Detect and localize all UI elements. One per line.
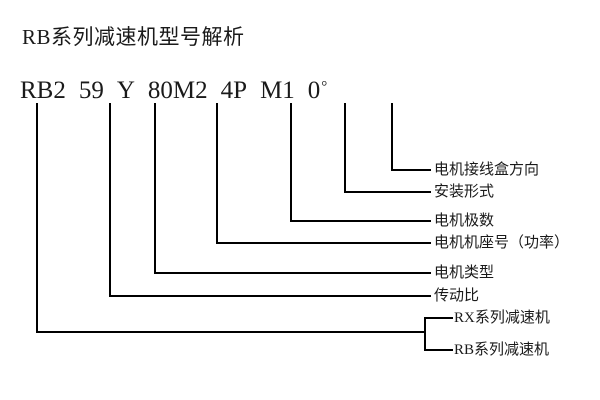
leader-mounting-form xyxy=(343,102,432,194)
model-segment-ratio: 59 xyxy=(78,77,104,104)
degree-symbol: ° xyxy=(321,79,328,95)
callout-label-motor-frame-size-power: 电机机座号（功率） xyxy=(434,235,570,251)
leader-motor-terminal-box-direction xyxy=(390,102,432,172)
page-title: RB系列减速机型号解析 xyxy=(22,25,245,49)
model-segment-frame-size: 80M2 xyxy=(147,77,208,104)
series-label-rb: RB系列减速机 xyxy=(454,342,550,358)
series-label-rx: RX系列减速机 xyxy=(454,310,550,326)
callout-label-transmission-ratio: 传动比 xyxy=(434,288,480,304)
callout-label-motor-poles: 电机极数 xyxy=(434,213,495,229)
leader-motor-poles xyxy=(289,102,432,223)
model-segment-terminal-direction: 0 xyxy=(307,77,321,104)
callout-label-motor-type: 电机类型 xyxy=(434,265,495,281)
model-code: RB2 59 Y 80M2 4P M1 0° xyxy=(20,72,327,106)
model-segment-motor-type: Y xyxy=(116,77,135,104)
leader-transmission-ratio xyxy=(108,102,432,298)
model-segment-series: RB2 xyxy=(20,77,66,104)
callout-label-mounting-form: 安装形式 xyxy=(434,184,495,200)
model-segment-poles: 4P xyxy=(220,77,248,104)
leader-motor-type xyxy=(153,102,432,275)
leader-series-trunk xyxy=(35,102,427,334)
model-segment-mounting: M1 xyxy=(260,77,295,104)
callout-label-motor-terminal-box-direction: 电机接线盒方向 xyxy=(434,162,540,178)
leader-motor-frame-size-power xyxy=(215,102,432,245)
